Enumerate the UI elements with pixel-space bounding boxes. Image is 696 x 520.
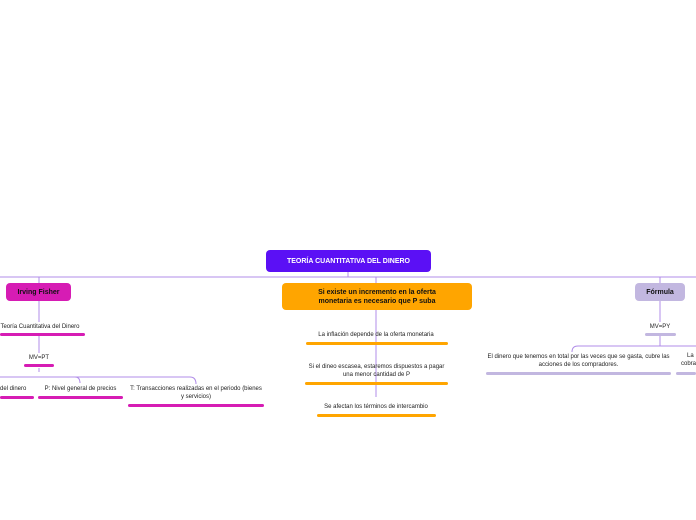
root-node[interactable]: TEORÍA CUANTITATIVA DEL DINERO xyxy=(266,250,431,272)
fisher-p-label: P: Nivel general de precios xyxy=(44,386,117,392)
fisher-m-node[interactable]: del dinero xyxy=(0,384,34,396)
formula-desc-label: El dinero que tenemos en total por las v… xyxy=(487,354,670,368)
fisher-theory-node[interactable]: Teoría Cuantitativa del Dinero xyxy=(0,320,90,334)
hyp-item-3-node[interactable]: Se afectan los términos de intercambio xyxy=(306,402,446,414)
formula-desc2-underline xyxy=(676,372,696,375)
fisher-t-label: T: Transacciones realizadas en el period… xyxy=(130,386,262,400)
formula-children-connector xyxy=(571,336,696,353)
root-label: TEORÍA CUANTITATIVA DEL DINERO xyxy=(286,257,411,265)
hyp-item-2-node[interactable]: Si el dineo escasea, estaremos dispuesto… xyxy=(305,362,448,382)
hypothesis-label: Si existe un incremento en la oferta mon… xyxy=(318,288,436,305)
fisher-m-label: del dinero xyxy=(0,386,27,392)
formula-equation-label: MV=PY xyxy=(649,324,671,330)
fisher-theory-underline xyxy=(0,333,85,336)
hyp-item-1-node[interactable]: La inflación depende de la oferta moneta… xyxy=(296,330,456,342)
formula-desc-underline xyxy=(486,372,671,375)
fisher-m-underline xyxy=(0,396,34,399)
formula-node[interactable]: Fórmula xyxy=(635,283,685,301)
formula-desc2-line1: La xyxy=(687,353,694,359)
hypothesis-node[interactable]: Si existe un incremento en la oferta mon… xyxy=(282,283,472,310)
fisher-equation-node[interactable]: MV=PT xyxy=(20,351,58,365)
formula-equation-underline xyxy=(645,333,676,336)
fisher-label: Irving Fisher xyxy=(17,288,60,296)
hyp-item-1-label: La inflación depende de la oferta moneta… xyxy=(318,332,434,338)
fisher-t-underline xyxy=(128,404,264,407)
hyp-item-2-label: Si el dineo escasea, estaremos dispuesto… xyxy=(308,364,445,378)
fisher-node[interactable]: Irving Fisher xyxy=(6,283,71,301)
hyp-item-1-underline xyxy=(306,342,448,345)
fisher-theory-label: Teoría Cuantitativa del Dinero xyxy=(0,324,80,330)
formula-label: Fórmula xyxy=(646,288,674,296)
fisher-equation-label: MV=PT xyxy=(28,355,50,361)
formula-desc2-node[interactable]: La cobra xyxy=(678,352,696,372)
formula-desc2-line2: cobra xyxy=(681,361,696,367)
fisher-t-node[interactable]: T: Transacciones realizadas en el period… xyxy=(128,384,264,404)
formula-desc-node[interactable]: El dinero que tenemos en total por las v… xyxy=(486,352,671,372)
fisher-children-connector xyxy=(0,368,197,385)
hyp-item-3-underline xyxy=(317,414,436,417)
hyp-item-2-underline xyxy=(305,382,448,385)
hyp-item-3-label: Se afectan los términos de intercambio xyxy=(324,404,428,410)
fisher-p-node[interactable]: P: Nivel general de precios xyxy=(38,384,123,396)
fisher-p-underline xyxy=(38,396,123,399)
fisher-equation-underline xyxy=(24,364,54,367)
formula-equation-node[interactable]: MV=PY xyxy=(642,320,678,334)
